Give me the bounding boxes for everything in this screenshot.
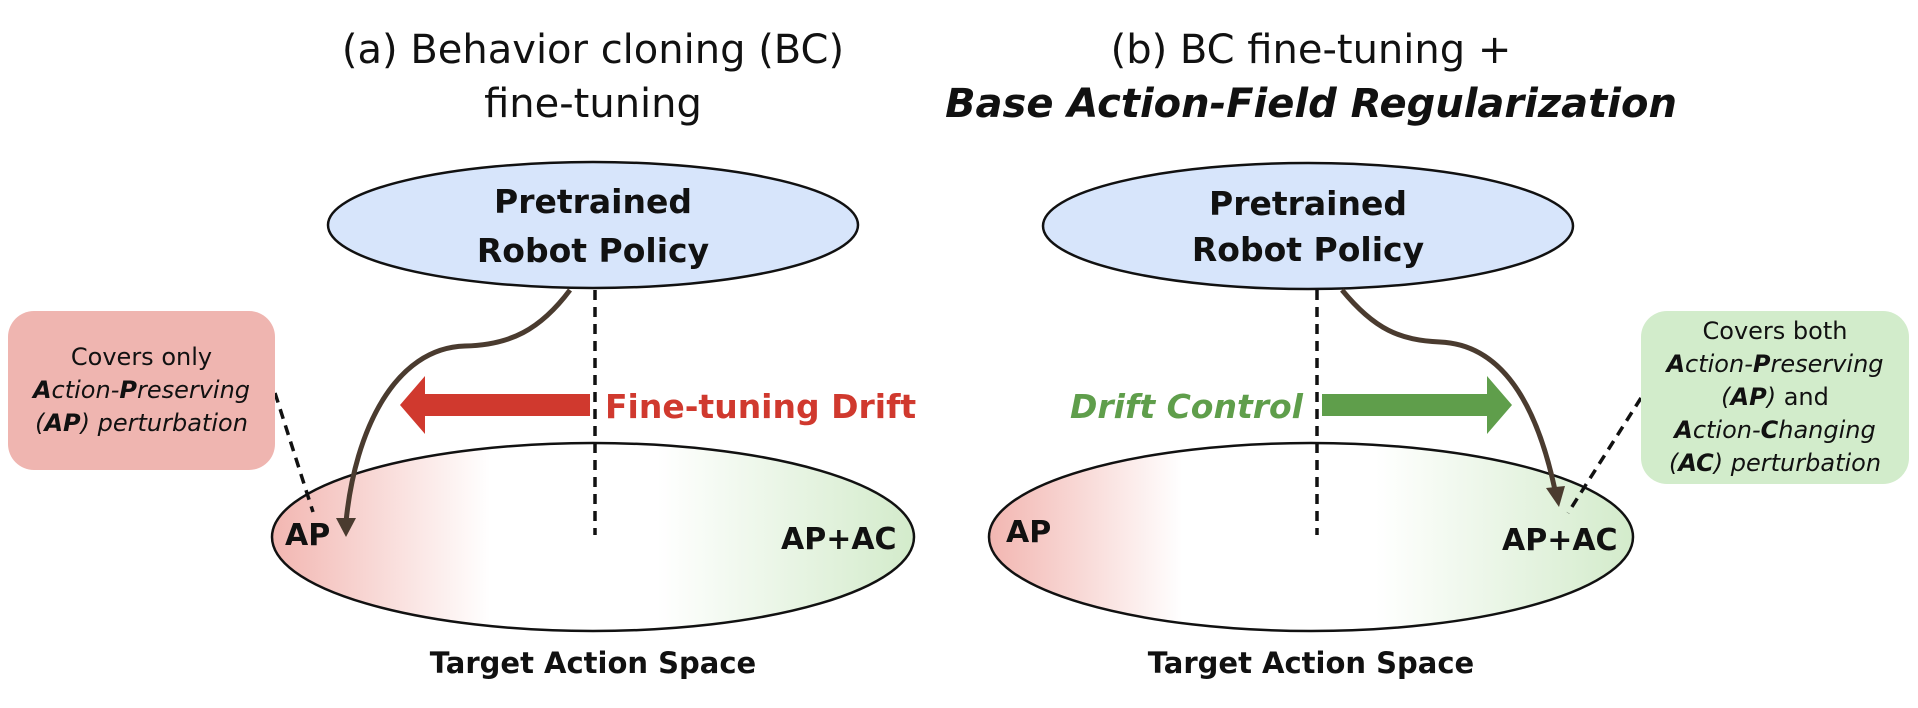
- panel-b-policy-ellipse: [1041, 161, 1575, 291]
- note-letter-p: P: [1752, 350, 1771, 378]
- panel-a-curved-arrowhead: [336, 518, 356, 537]
- panel-b-curved-arrowhead: [1546, 486, 1565, 507]
- panel-b-drift-control-arrow: [1322, 376, 1512, 434]
- panel-b-target-space-ellipse: [987, 441, 1635, 633]
- panel-b-title-line1: (b) BC fine-tuning +: [1111, 27, 1512, 73]
- panel-a-target-space-ellipse: [270, 441, 916, 633]
- note-abbrev-ap: AP: [44, 409, 81, 437]
- note-text: reserving: [1770, 350, 1884, 378]
- panel-b-note-line4: Action-Changing: [1674, 414, 1876, 447]
- panel-a-region-ap: AP: [285, 518, 330, 553]
- note-text: ) perturbation: [80, 409, 248, 437]
- note-text: (: [1668, 449, 1679, 477]
- panel-a-note-line1: Covers only: [70, 343, 213, 371]
- panel-a-title-line2: fine-tuning: [484, 81, 702, 127]
- panel-a-region-ap-ac: AP+AC: [781, 522, 897, 557]
- panel-b-note-line1: Covers both: [1702, 317, 1848, 345]
- panel-b-region-ap: AP: [1006, 515, 1051, 550]
- note-text: ction-: [1685, 350, 1753, 378]
- panel-b-note-line5: (AC) perturbation: [1669, 447, 1881, 480]
- panel-b-drift-label: Drift Control: [1070, 387, 1304, 426]
- panel-b: (b) BC fine-tuning + Base Action-Field R…: [945, 27, 1677, 680]
- note-text: (: [1721, 383, 1731, 411]
- note-abbrev-ac: AC: [1678, 449, 1714, 477]
- panel-a-coverage-note: Covers only Action-Preserving (AP) pertu…: [8, 311, 275, 470]
- note-letter-a: A: [32, 376, 52, 404]
- note-text: ): [1766, 383, 1777, 411]
- note-text: hanging: [1778, 416, 1876, 444]
- panel-b-note-line2: Action-Preserving: [1666, 348, 1883, 381]
- panel-a-policy-label-line1: Pretrained: [494, 182, 692, 221]
- note-letter-c: C: [1760, 416, 1779, 444]
- note-letter-a: A: [1666, 350, 1686, 378]
- panel-b-curved-arrow: [1340, 288, 1558, 491]
- note-letter-p: P: [119, 376, 137, 404]
- panel-a-title-line1: (a) Behavior cloning (BC): [342, 27, 844, 73]
- panel-a-curved-arrow: [343, 288, 572, 523]
- panel-b-policy-label-line2: Robot Policy: [1192, 230, 1424, 269]
- note-letter-a: A: [1674, 416, 1693, 444]
- panel-b-policy-label-line1: Pretrained: [1209, 184, 1407, 223]
- panel-b-title-line2: Base Action-Field Regularization: [945, 81, 1677, 127]
- panel-a-note-connector: [273, 392, 315, 513]
- panel-a-policy-label-line2: Robot Policy: [477, 231, 709, 270]
- panel-a: (a) Behavior cloning (BC) fine-tuning AP…: [270, 27, 916, 680]
- note-text: reserving: [136, 376, 251, 404]
- note-text: ) perturbation: [1713, 449, 1882, 477]
- note-text: and: [1776, 383, 1829, 411]
- panel-a-note-line2: Action-Preserving: [33, 374, 250, 407]
- panel-a-policy-ellipse: [326, 160, 860, 290]
- note-text: ction-: [1692, 416, 1761, 444]
- panel-b-coverage-note: Covers both Action-Preserving (AP) and A…: [1641, 311, 1909, 484]
- panel-a-note-line3: (AP) perturbation: [35, 407, 248, 440]
- panel-a-drift-arrow: [400, 376, 590, 434]
- note-abbrev-ap: AP: [1730, 383, 1767, 411]
- note-text: (: [35, 409, 45, 437]
- panel-a-target-space-label: Target Action Space: [430, 646, 756, 680]
- note-text: ction-: [51, 376, 120, 404]
- panel-b-target-space-label: Target Action Space: [1148, 646, 1474, 680]
- panel-b-region-ap-ac: AP+AC: [1502, 523, 1618, 558]
- panel-b-note-line3: (AP) and: [1721, 381, 1829, 414]
- panel-a-drift-label: Fine-tuning Drift: [605, 387, 916, 426]
- panel-b-note-connector: [1566, 397, 1643, 514]
